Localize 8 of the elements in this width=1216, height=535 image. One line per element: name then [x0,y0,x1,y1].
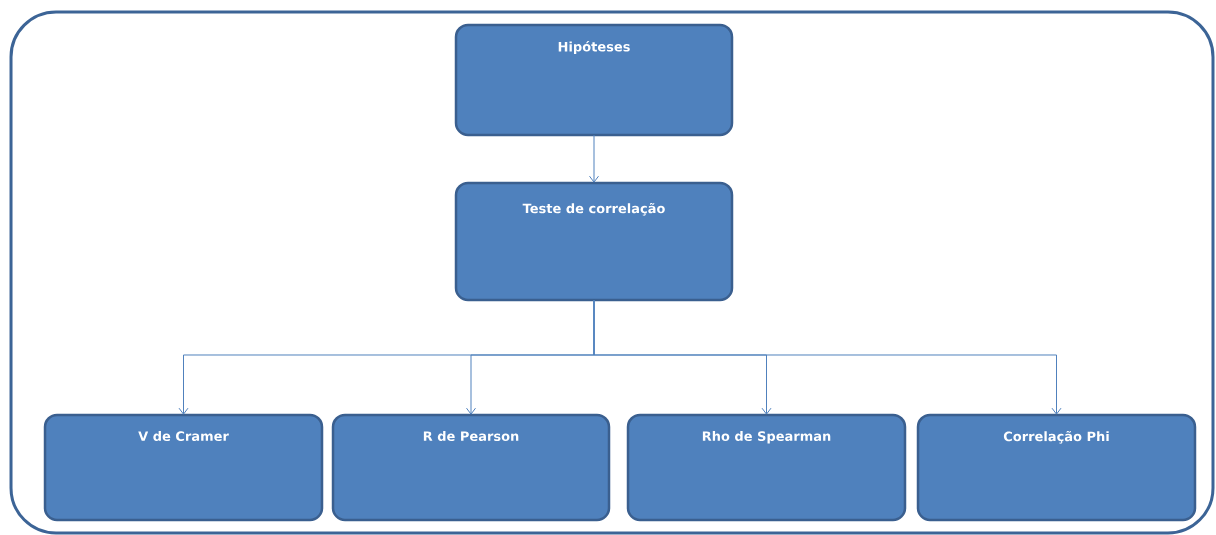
process-box: Hipóteses [454,23,734,137]
process-box: Teste de correlação [454,181,734,302]
process-box: Correlação Phi [916,413,1197,522]
arrow [589,134,599,183]
process-box: V de Cramer [43,413,324,522]
process-box: Rho de Spearman [626,413,907,522]
arrow [593,299,1062,415]
process-box: R de Pearson [331,413,611,522]
